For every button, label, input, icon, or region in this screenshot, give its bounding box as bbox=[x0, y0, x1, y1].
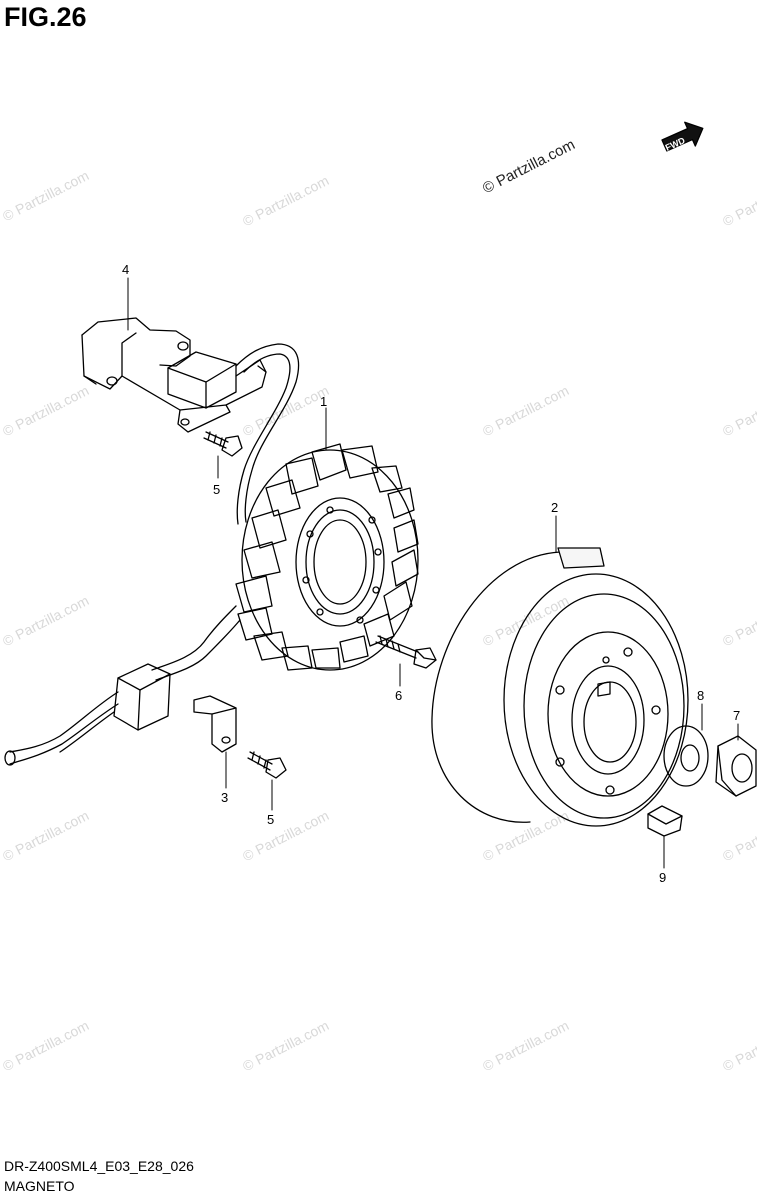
part-8-washer bbox=[663, 725, 709, 787]
part-7-nut bbox=[715, 735, 757, 797]
wire-harness bbox=[4, 343, 300, 766]
part-6-bolt bbox=[375, 635, 437, 669]
callout-9: 9 bbox=[659, 870, 667, 885]
part-3-clamp bbox=[193, 695, 237, 753]
callout-7: 7 bbox=[733, 708, 741, 723]
part-4-bracket bbox=[81, 317, 267, 433]
part-5-screw-upper bbox=[203, 431, 243, 457]
part-2-rotor bbox=[431, 547, 689, 827]
figure-title: FIG.26 bbox=[4, 2, 87, 32]
callout-3: 3 bbox=[221, 790, 229, 805]
diagram-code: DR-Z400SML4_E03_E28_026 bbox=[4, 1158, 194, 1174]
part-1-stator bbox=[235, 443, 419, 671]
callout-2: 2 bbox=[551, 500, 559, 515]
callout-8: 8 bbox=[697, 688, 705, 703]
part-9-key bbox=[647, 805, 683, 837]
fwd-arrow-icon bbox=[661, 121, 704, 152]
part-5-screw-lower bbox=[247, 751, 287, 779]
callout-5-lower: 5 bbox=[267, 812, 275, 827]
callout-1: 1 bbox=[320, 394, 328, 409]
callout-4: 4 bbox=[122, 262, 130, 277]
diagram-name: MAGNETO bbox=[4, 1178, 75, 1194]
callout-6: 6 bbox=[395, 688, 403, 703]
leader-lines bbox=[127, 277, 739, 869]
callout-5-upper: 5 bbox=[213, 482, 221, 497]
